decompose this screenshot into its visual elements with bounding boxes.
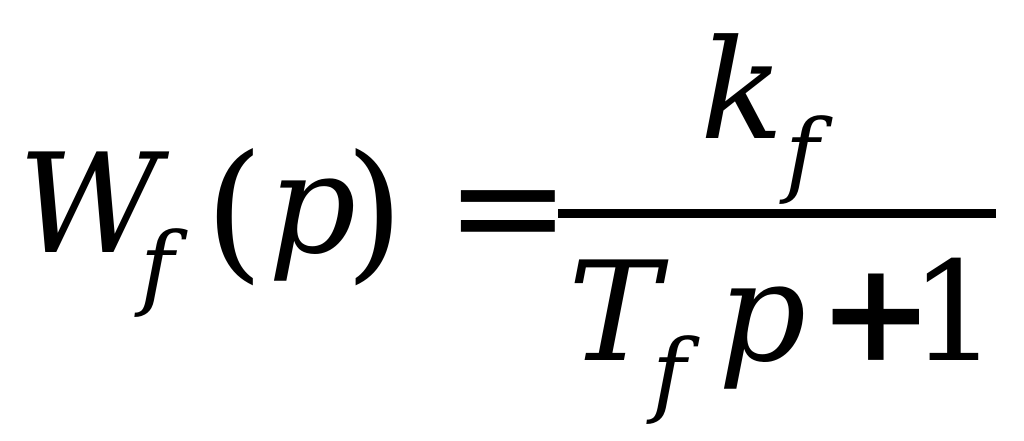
lhs-function-symbol: W (18, 124, 170, 285)
numerator-subscript: f (779, 100, 833, 207)
denominator-variable: p (718, 232, 806, 393)
denominator-subscript: f (646, 320, 700, 427)
equals-sign: = (445, 120, 571, 294)
numerator-symbol: k (700, 10, 784, 171)
denominator-symbol: T (568, 232, 669, 393)
lhs-function-subscript: f (134, 213, 188, 320)
lhs-argument: p (268, 124, 356, 285)
lhs-open-paren: ( (205, 124, 264, 298)
fraction-bar (558, 209, 996, 218)
denominator-constant: 1 (910, 232, 998, 393)
lhs-close-paren: ) (345, 124, 404, 298)
denominator-plus-sign: + (818, 230, 934, 393)
